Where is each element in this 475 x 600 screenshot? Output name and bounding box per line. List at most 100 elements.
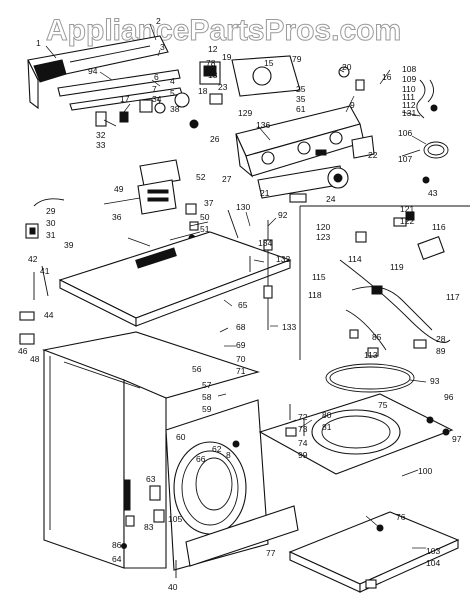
callout: 81 — [322, 422, 332, 432]
hose-coil — [401, 141, 449, 184]
callout: 118 — [308, 290, 322, 300]
callout: 110 — [402, 84, 416, 94]
base-pan — [288, 511, 460, 593]
callout: 113 — [364, 350, 378, 360]
callout: 107 — [398, 154, 412, 164]
callout: 111 — [402, 92, 415, 102]
left-side-fasteners — [19, 265, 49, 345]
callout: 100 — [418, 466, 432, 476]
callout: 108 — [402, 64, 416, 74]
right-knob-parts — [338, 66, 375, 159]
callout: 23 — [218, 82, 228, 92]
callout: 85 — [372, 332, 382, 342]
tub-cover — [258, 393, 454, 475]
callout-labels: 1 2 3 94 6 4 5 32 33 17 34 7 38 12 19 78… — [18, 16, 462, 592]
callout: 21 — [260, 188, 270, 198]
callout: 104 — [426, 558, 440, 568]
callout: 12 — [208, 44, 218, 54]
callout: 62 — [212, 444, 222, 454]
callout: 136 — [256, 120, 270, 130]
callout: 25 — [296, 84, 306, 94]
callout: 77 — [266, 548, 276, 558]
callout: 2 — [156, 16, 161, 26]
callout: 27 — [222, 174, 232, 184]
callout: 33 — [96, 140, 106, 150]
callout: 122 — [400, 216, 414, 226]
label-panel — [137, 159, 181, 215]
callout: 29 — [46, 206, 56, 216]
callout: 133 — [282, 322, 296, 332]
callout: 46 — [18, 346, 28, 356]
callout: 96 — [444, 392, 454, 402]
callout: 61 — [296, 104, 306, 114]
callout: 80 — [322, 410, 332, 420]
callout: 60 — [176, 432, 186, 442]
leader-lines — [45, 23, 427, 549]
callout: 63 — [146, 474, 156, 484]
callout: 74 — [298, 438, 308, 448]
callout: 17 — [120, 94, 130, 104]
callout: 58 — [202, 392, 212, 402]
callout: 28 — [436, 334, 446, 344]
callout: 15 — [264, 58, 274, 68]
cabinet-top — [58, 231, 292, 327]
callout: 69 — [236, 340, 246, 350]
callout: 16 — [382, 72, 392, 82]
callout: 75 — [378, 400, 388, 410]
callout: 52 — [196, 172, 206, 182]
callout: 64 — [112, 554, 122, 564]
callout: 49 — [114, 184, 124, 194]
console-backsplash — [27, 35, 169, 110]
callout: 9 — [350, 100, 355, 110]
callout: 66 — [196, 454, 206, 464]
callout: 43 — [428, 188, 438, 198]
callout: 7 — [152, 84, 157, 94]
callout: 106 — [398, 128, 412, 138]
harness-callout-frame — [299, 205, 470, 360]
callout: 57 — [202, 380, 212, 390]
callout: 97 — [452, 434, 462, 444]
callout: 120 — [316, 222, 330, 232]
callout: 93 — [430, 376, 440, 386]
callout: 112 — [402, 100, 416, 110]
callout: 99 — [298, 450, 308, 460]
hose-tube-left — [25, 198, 65, 239]
callout: 79 — [292, 54, 302, 64]
callout: 38 — [170, 104, 180, 114]
callout: 50 — [200, 212, 210, 222]
bottom-screws — [121, 543, 177, 578]
callout: 41 — [40, 266, 50, 276]
callout: 32 — [96, 130, 106, 140]
callout: 36 — [112, 212, 122, 222]
callout: 134 — [258, 238, 272, 248]
callout: 19 — [222, 52, 232, 62]
callout: 65 — [238, 300, 248, 310]
callout: 3 — [160, 42, 165, 52]
callout: 59 — [202, 404, 212, 414]
callout: 105 — [168, 514, 182, 524]
callout: 40 — [168, 582, 178, 592]
callout: 130 — [236, 202, 250, 212]
callout: 42 — [28, 254, 38, 264]
callout: 123 — [316, 232, 330, 242]
callout: 78 — [206, 58, 216, 68]
callout: 109 — [402, 74, 416, 84]
callout: 18 — [198, 86, 208, 96]
callout: 70 — [236, 354, 246, 364]
callout: 22 — [368, 150, 378, 160]
callout: 71 — [236, 366, 246, 376]
callout: 89 — [436, 346, 446, 356]
cabinet-body — [42, 331, 260, 569]
callout: 34 — [152, 94, 162, 104]
callout: 1 — [36, 38, 41, 48]
callout: 8 — [226, 450, 231, 460]
callout: 5 — [170, 88, 175, 98]
callout: 35 — [296, 94, 306, 104]
callout: 73 — [298, 424, 308, 434]
callout: 114 — [348, 254, 362, 264]
callout: 116 — [432, 222, 446, 232]
callout: 6 — [154, 72, 159, 82]
wire-connector-top — [416, 79, 438, 119]
